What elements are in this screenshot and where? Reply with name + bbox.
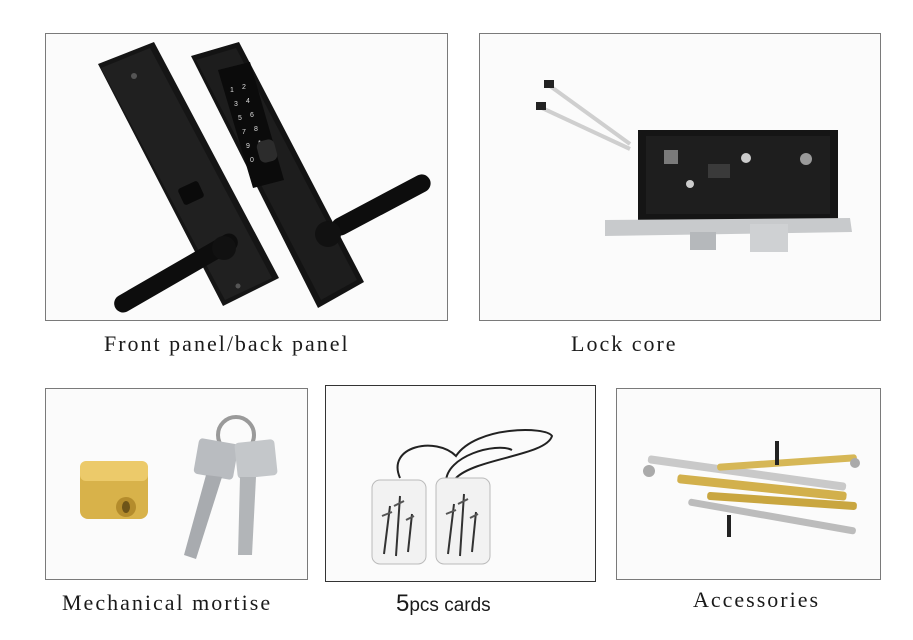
keypad-key: 5 <box>238 115 242 122</box>
mortise-cylinder-and-keys-image <box>80 415 278 559</box>
caption-cards-text: pcs cards <box>409 595 491 616</box>
keypad-key: 9 <box>246 143 250 150</box>
fingerprint-sensor-icon <box>256 139 278 163</box>
photo-front-back-panel: 1 2 3 4 5 6 7 8 9 * 0 # <box>45 33 448 321</box>
photo-accessories <box>616 388 881 580</box>
keypad-key: 1 <box>230 87 234 94</box>
caption-mechanical-mortise: Mechanical mortise <box>62 590 273 615</box>
keypad-key: 2 <box>242 84 246 91</box>
photo-rfid-cards <box>325 385 596 582</box>
keypad-key: 0 <box>250 157 254 164</box>
door-lock-panels-image: 1 2 3 4 5 6 7 8 9 * 0 # <box>98 42 431 313</box>
keypad: 1 2 3 4 5 6 7 8 9 * 0 # <box>218 62 284 188</box>
screws-and-accessories-image <box>643 441 860 537</box>
keypad-key: 7 <box>242 129 246 136</box>
photo-lock-core <box>479 33 881 321</box>
keypad-key: 6 <box>250 112 254 119</box>
keypad-key: 4 <box>246 98 250 105</box>
caption-cards: 5pcs cards <box>396 590 491 618</box>
lock-core-image <box>536 80 852 252</box>
keypad-key: 3 <box>234 101 238 108</box>
caption-cards-number: 5 <box>396 590 410 617</box>
photo-mechanical-mortise <box>45 388 308 580</box>
caption-accessories: Accessories <box>693 587 821 612</box>
rfid-key-cards-image <box>371 429 554 565</box>
keypad-key: 8 <box>254 126 258 133</box>
caption-lock-core: Lock core <box>571 331 678 356</box>
caption-front-back-panel: Front panel/back panel <box>104 331 350 356</box>
